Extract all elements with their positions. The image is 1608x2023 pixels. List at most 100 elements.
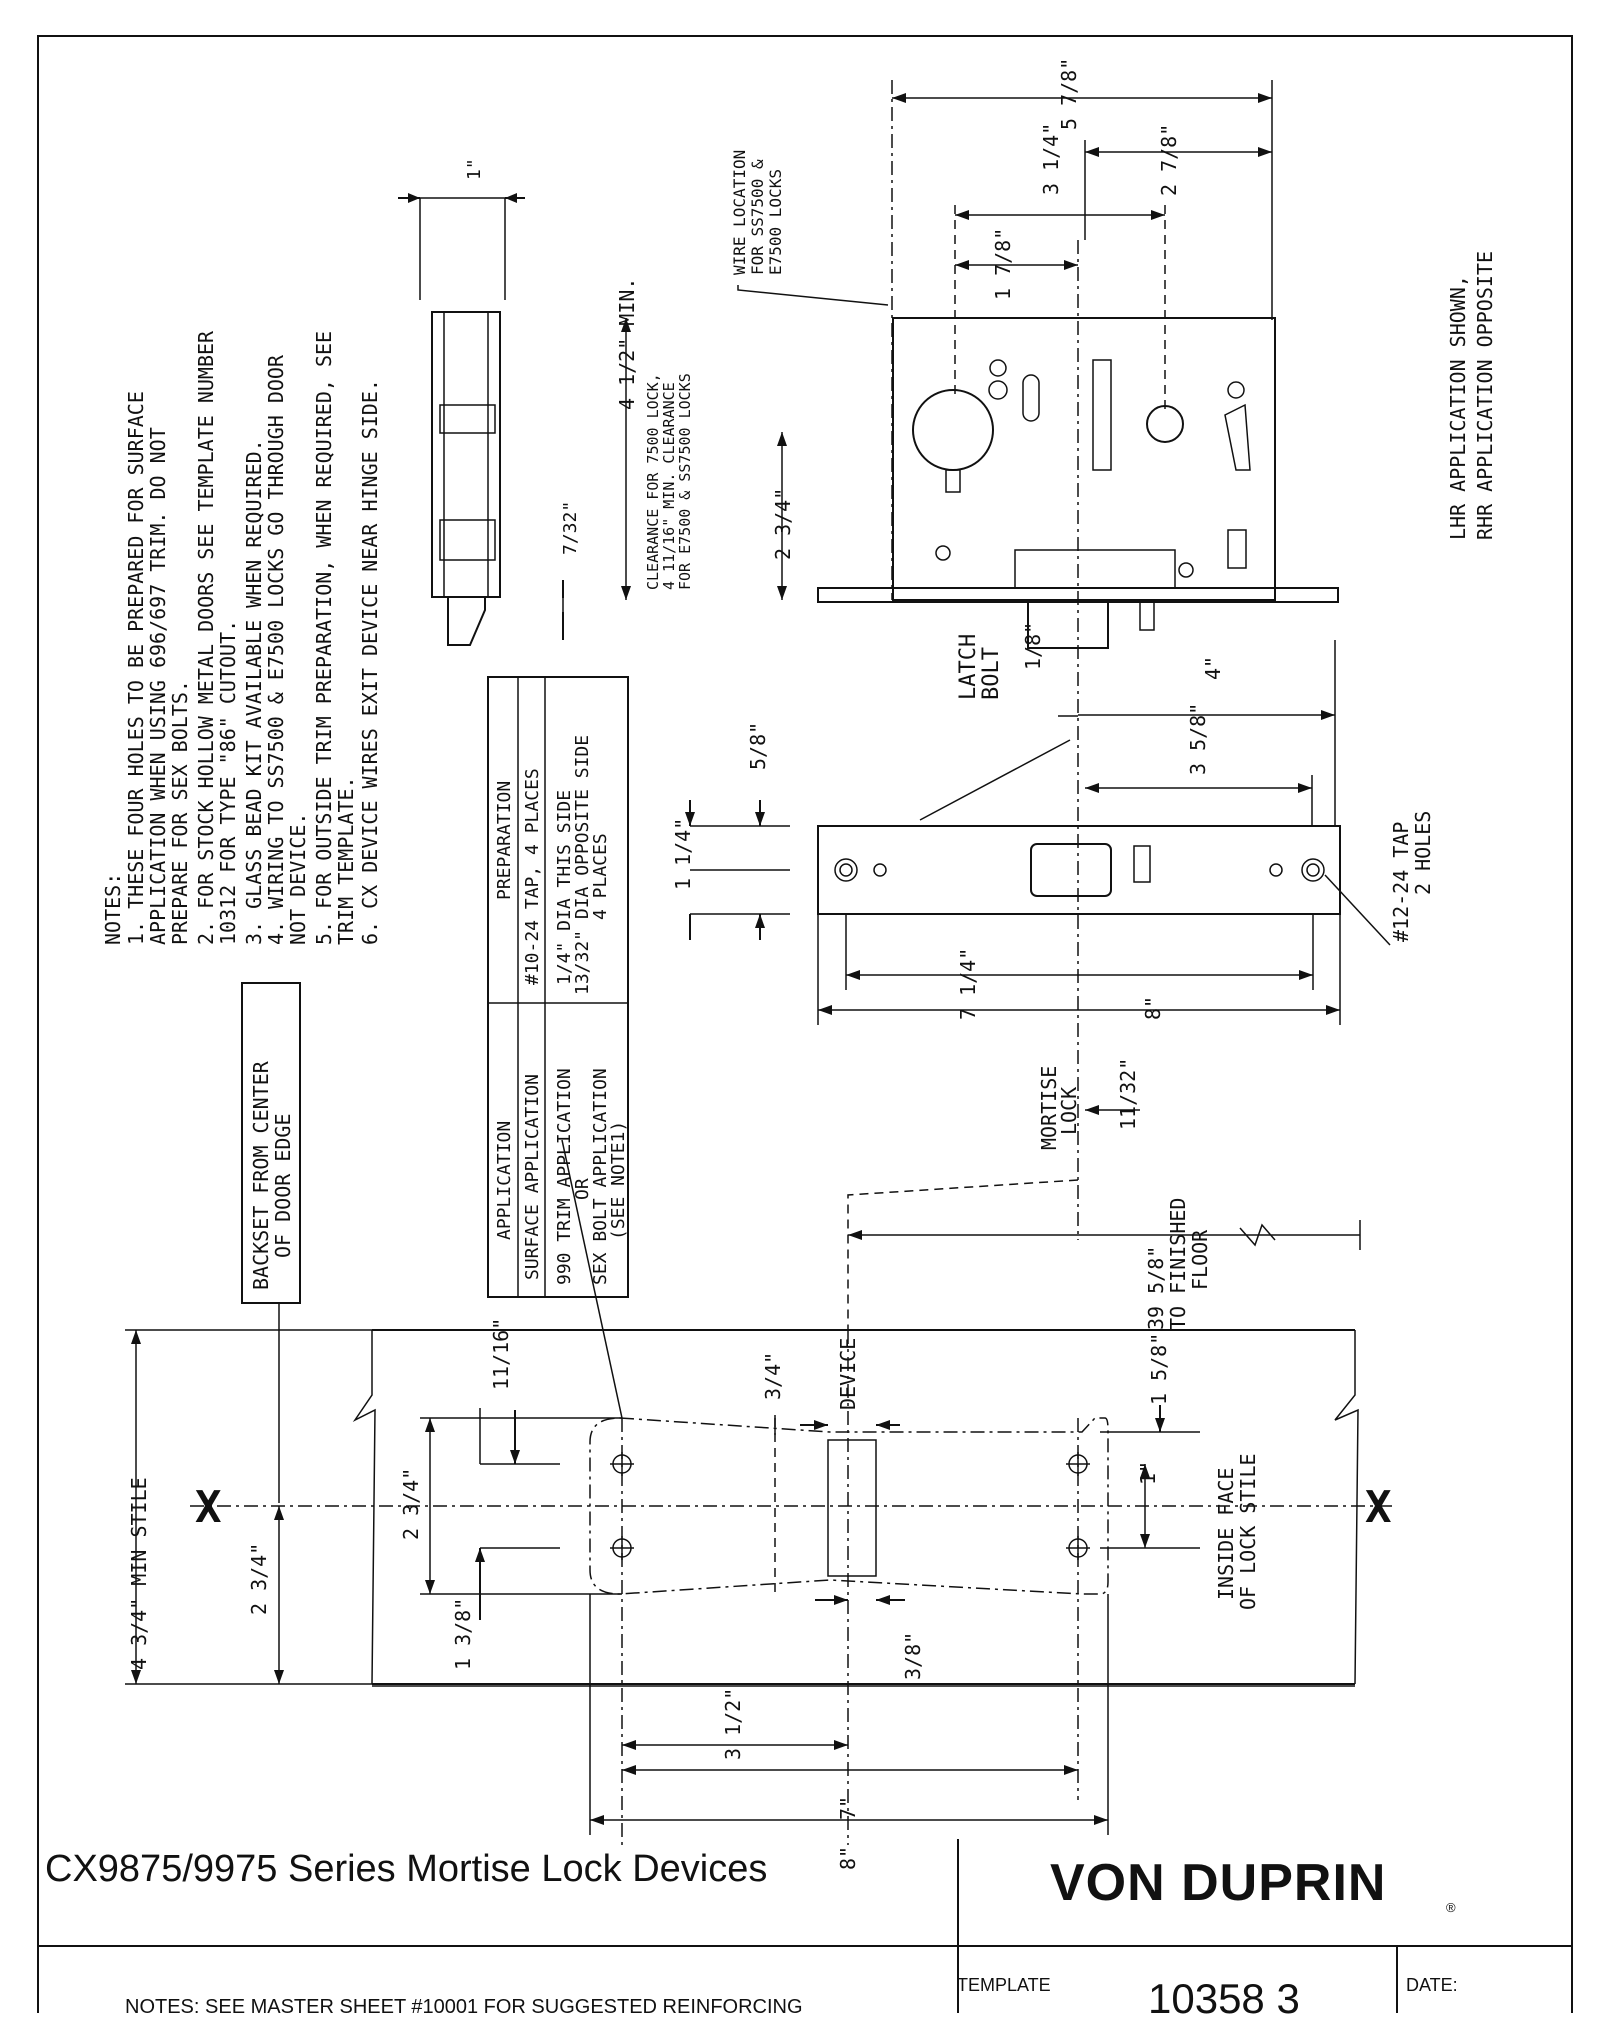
dim-1-7-8: 1 7/8" bbox=[991, 228, 1015, 300]
svg-text:PREPARE FOR SEX BOLTS.: PREPARE FOR SEX BOLTS. bbox=[168, 680, 192, 945]
prep-header-application: APPLICATION bbox=[494, 1121, 515, 1240]
svg-text:4": 4" bbox=[1201, 656, 1225, 680]
min-stile-label: 4 3/4" MIN STILE bbox=[127, 1477, 151, 1670]
prep-row-see-note: (SEE NOTE1) bbox=[608, 1121, 629, 1240]
svg-text:13/32" DIA OPPOSITE SIDE: 13/32" DIA OPPOSITE SIDE bbox=[572, 735, 593, 995]
svg-text:SURFACE APPLICATION: SURFACE APPLICATION bbox=[522, 1074, 543, 1280]
notes-heading: NOTES: bbox=[101, 873, 125, 945]
date-label: DATE: bbox=[1406, 1975, 1458, 1995]
svg-text:5 7/8": 5 7/8" bbox=[1057, 58, 1081, 130]
template-label: TEMPLATE bbox=[957, 1975, 1051, 1995]
svg-text:APPLICATION WHEN USING 696/697: APPLICATION WHEN USING 696/697 TRIM. DO … bbox=[146, 427, 170, 945]
svg-text:OF DOOR EDGE: OF DOOR EDGE bbox=[271, 1114, 295, 1259]
brand-logo: VON DUPRIN bbox=[1050, 1854, 1387, 1912]
dim-7in: 7" bbox=[836, 1796, 860, 1820]
svg-text:3/4": 3/4" bbox=[761, 1352, 785, 1400]
svg-text:1 3/8": 1 3/8" bbox=[451, 1598, 475, 1670]
device-offset-line bbox=[847, 1179, 1079, 1330]
svg-text:5. FOR OUTSIDE TRIM PREPARATIO: 5. FOR OUTSIDE TRIM PREPARATION, WHEN RE… bbox=[312, 331, 336, 945]
dim-4-1-2-min: 4 1/2" MIN. bbox=[615, 278, 639, 410]
lock-cylinder bbox=[1146, 405, 1184, 443]
svg-text:1": 1" bbox=[1136, 1461, 1160, 1485]
application-note: LHR APPLICATION SHOWN, RHR APPLICATION O… bbox=[1446, 251, 1497, 540]
svg-text:4 11/16" MIN. CLEARANCE: 4 11/16" MIN. CLEARANCE bbox=[660, 382, 678, 590]
svg-text:4 PLACES: 4 PLACES bbox=[590, 833, 611, 920]
svg-text:NOT DEVICE.: NOT DEVICE. bbox=[286, 813, 310, 945]
note-line-5: 10312 FOR TYPE "86" CUTOUT. bbox=[216, 620, 240, 945]
mortise-lock-label-1: MORTISE bbox=[1037, 1066, 1061, 1150]
dim-2-3-4: 2 3/4" bbox=[771, 488, 795, 560]
svg-text:8": 8" bbox=[1141, 996, 1165, 1020]
svg-text:2 7/8": 2 7/8" bbox=[1157, 124, 1181, 196]
drawing-title: CX9875/9975 Series Mortise Lock Devices bbox=[45, 1848, 768, 1890]
svg-text:OF LOCK STILE: OF LOCK STILE bbox=[1236, 1453, 1260, 1610]
dim-11-16: 11/16" bbox=[489, 1318, 513, 1390]
svg-text:2 3/4": 2 3/4" bbox=[771, 488, 795, 560]
svg-text:TRIM TEMPLATE.: TRIM TEMPLATE. bbox=[334, 776, 358, 945]
dim-7-1-4: 7 1/4" bbox=[956, 948, 980, 1020]
dim-3-5-8: 3 5/8" bbox=[1186, 703, 1210, 775]
dim-2-7-8: 2 7/8" bbox=[1157, 124, 1181, 196]
dim-3-1-2: 3 1/2" bbox=[721, 1688, 745, 1760]
svg-text:10312 FOR TYPE "86" CUTOUT.: 10312 FOR TYPE "86" CUTOUT. bbox=[216, 620, 240, 945]
floor-label-2: TO FINISHED bbox=[1166, 1198, 1190, 1330]
svg-text:3 5/8": 3 5/8" bbox=[1186, 703, 1210, 775]
svg-text:4 3/4" MIN STILE: 4 3/4" MIN STILE bbox=[127, 1477, 151, 1670]
sheet-border bbox=[37, 35, 1573, 2013]
note-line-3: PREPARE FOR SEX BOLTS. bbox=[168, 680, 192, 945]
stile-break-left bbox=[352, 1330, 376, 1685]
prep-row-surface-prep: #10-24 TAP, 4 PLACES bbox=[522, 768, 543, 985]
x-mark-right: X bbox=[1365, 1482, 1392, 1533]
floor-label-3: FLOOR bbox=[1188, 1229, 1212, 1290]
tap-holes-label-2: 2 HOLES bbox=[1411, 811, 1435, 895]
svg-text:1": 1" bbox=[464, 158, 485, 180]
svg-text:LATCH: LATCH bbox=[956, 634, 981, 700]
dim-1-3-8: 1 3/8" bbox=[451, 1598, 475, 1670]
svg-text:LOCK: LOCK bbox=[1057, 1087, 1081, 1135]
dim-1-8: 1/8" bbox=[1021, 622, 1045, 670]
dim-11-32: 11/32" bbox=[1116, 1058, 1140, 1130]
svg-text:7 1/4": 7 1/4" bbox=[956, 948, 980, 1020]
dim-2-3-4-c: 2 3/4" bbox=[247, 1543, 271, 1615]
wire-location-callout: WIRE LOCATION FOR SS7500 & E7500 LOCKS bbox=[730, 150, 889, 306]
floor-label-1: 39 5/8" bbox=[1144, 1246, 1168, 1330]
lock-top-dimensions: 5 7/8" 2 7/8" 3 1/4" 1 7/8" bbox=[892, 58, 1273, 410]
svg-text:7/32": 7/32" bbox=[560, 501, 581, 555]
x-mark-left: X bbox=[195, 1482, 222, 1533]
dim-1-5-8: 1 5/8" bbox=[1147, 1333, 1171, 1405]
preparation-table: APPLICATION PREPARATION SURFACE APPLICAT… bbox=[487, 676, 629, 1419]
registered-mark: ® bbox=[1446, 1900, 1456, 1915]
mortise-lock-label-2: LOCK bbox=[1057, 1087, 1081, 1135]
svg-text:39 5/8": 39 5/8" bbox=[1144, 1246, 1168, 1330]
dim-4in: 4" bbox=[1201, 656, 1225, 680]
mortise-lock-body bbox=[817, 317, 1339, 649]
note-line-2: APPLICATION WHEN USING 696/697 TRIM. DO … bbox=[146, 427, 170, 945]
inside-face-label-1: INSIDE FACE bbox=[1214, 1468, 1238, 1600]
dim-8in: 8" bbox=[1141, 996, 1165, 1020]
svg-text:4. WIRING TO SS7500 & E7500 LO: 4. WIRING TO SS7500 & E7500 LOCKS GO THR… bbox=[264, 354, 288, 945]
latch-bolt-label-1: LATCH bbox=[956, 634, 981, 700]
note-line-11: 6. CX DEVICE WIRES EXIT DEVICE NEAR HING… bbox=[358, 379, 382, 945]
mortise-lock-centerline: MORTISE LOCK 11/32" bbox=[847, 1058, 1140, 1330]
side-view-body bbox=[431, 311, 501, 598]
svg-text:3/8": 3/8" bbox=[901, 1632, 925, 1680]
svg-text:2 3/4": 2 3/4" bbox=[247, 1543, 271, 1615]
dim-1in-side: 1" bbox=[464, 158, 485, 180]
stile-break-right bbox=[1334, 1330, 1359, 1685]
svg-text:1 5/8": 1 5/8" bbox=[1147, 1333, 1171, 1405]
svg-text:7": 7" bbox=[836, 1796, 860, 1820]
lock-latch-projection bbox=[1027, 599, 1109, 649]
svg-text:FOR SS7500 &: FOR SS7500 & bbox=[748, 159, 767, 275]
svg-text:INSIDE FACE: INSIDE FACE bbox=[1214, 1468, 1238, 1600]
svg-text:5/8": 5/8" bbox=[746, 722, 770, 770]
title-block-notes: NOTES: SEE MASTER SHEET #10001 FOR SUGGE… bbox=[125, 1996, 803, 2018]
svg-text:8": 8" bbox=[836, 1846, 860, 1870]
note-line-9: 5. FOR OUTSIDE TRIM PREPARATION, WHEN RE… bbox=[312, 331, 336, 945]
svg-text:APPLICATION: APPLICATION bbox=[494, 1121, 515, 1240]
prep-row-trim-prep: 1/4" DIA THIS SIDE bbox=[554, 790, 575, 985]
svg-text:FOR E7500 & SS7500 LOCKS: FOR E7500 & SS7500 LOCKS bbox=[676, 373, 694, 590]
svg-text:(SEE NOTE1): (SEE NOTE1) bbox=[608, 1121, 629, 1240]
device-label: DEVICE bbox=[836, 1338, 860, 1410]
floor-dimension: 39 5/8" TO FINISHED FLOOR bbox=[848, 1198, 1361, 1330]
prep-row-opposite-prep: 13/32" DIA OPPOSITE SIDE bbox=[572, 735, 593, 995]
